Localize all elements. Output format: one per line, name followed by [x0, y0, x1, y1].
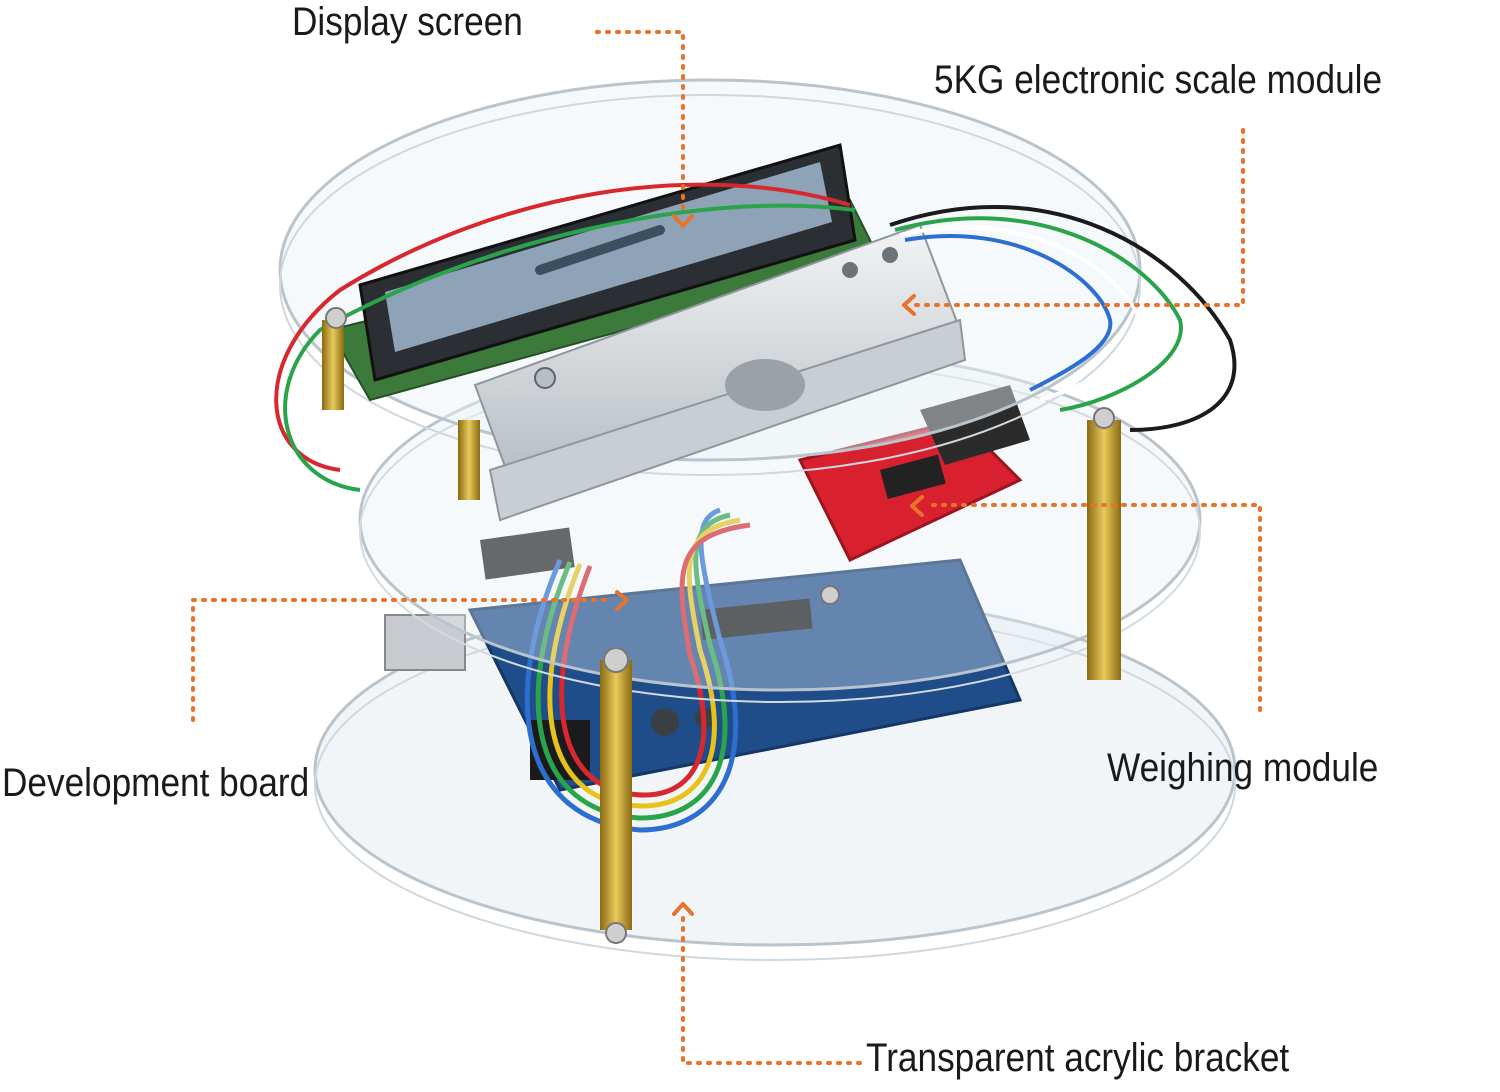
leader-development-board	[191, 598, 612, 722]
label-display-screen: Display screen	[292, 0, 523, 44]
arrow-down-icon	[672, 214, 694, 228]
arrowheads	[615, 214, 924, 916]
brass-standoffs	[322, 307, 1121, 944]
label-development-board: Development board	[2, 761, 310, 805]
arrow-right-icon	[615, 590, 629, 611]
standoff-right	[1087, 420, 1121, 680]
usb-port	[384, 614, 466, 671]
label-acrylic-bracket: Transparent acrylic bracket	[866, 1036, 1290, 1080]
sensor-wires	[274, 182, 1237, 492]
standoff-center-upper	[458, 420, 480, 500]
leader-scale-module	[913, 128, 1245, 307]
standoff-front	[600, 660, 632, 930]
label-weighing-module: Weighing module	[1107, 746, 1379, 790]
jumper-wires	[524, 507, 751, 833]
leader-lines	[191, 30, 1262, 1065]
hx711-board	[797, 385, 1030, 605]
leader-weighing-module	[923, 503, 1262, 712]
load-cell	[473, 223, 967, 522]
arrow-left-icon	[910, 495, 924, 517]
standoff-left-upper	[322, 320, 344, 410]
arrow-up-icon	[672, 902, 694, 916]
arrow-left-icon	[902, 294, 916, 316]
leader-display	[595, 30, 685, 212]
label-scale-module: 5KG electronic scale module	[934, 58, 1383, 102]
leader-acrylic-bracket	[681, 913, 862, 1065]
